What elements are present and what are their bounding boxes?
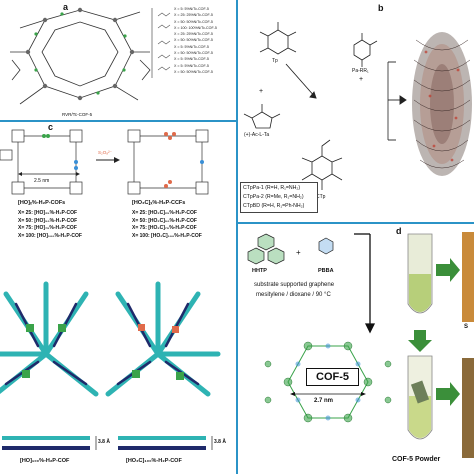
panel-d-scheme [247,232,474,458]
legend-item: X = 5: 5%N/Tc-COF-5 [174,44,209,49]
condition-1: substrate supported graphene [254,282,335,288]
list-item: X= 50: [HO]₅₀%-H₂P-COF [18,217,78,224]
panel-letter-d: d [396,226,402,236]
panel-b: b [238,0,474,222]
panel-a-structure [10,7,171,105]
left-horizontal-divider [0,120,236,122]
ctp-list-item: CTpPa-2 (R=Me, R₁=NH₂) [243,194,304,200]
distance-label: 2.5 nm [34,178,50,184]
panel-a: a RVR/Tc-COF-5 X = 5: 5%N/Tc-COF [0,0,236,120]
plus-sign: + [296,248,301,257]
partial-label: S [464,324,469,330]
list-item: X= 50: [HO₂C]₅₀%-H₂P-COF [132,217,197,224]
list-item: X= 75: [HO₂C]₇₅%-H₂P-COF [132,225,197,231]
spacing-label-left: 3.8 Å [98,439,110,445]
legend-item: X = 5: 5%N/Tc-COF-5 [174,7,209,11]
reaction-label: S₂O₈²⁻ [98,150,112,155]
panel-c-structures [0,129,221,450]
ctp-label: CTp [316,194,326,200]
spacing-label-right: 3.8 Å [214,439,226,445]
panel-b-scheme [243,22,472,190]
list-item: X= 75: [HO]₇₅%-H₂P-COF [18,225,77,231]
powder-label: COF-5 Powder [392,456,441,463]
panel-c: c [0,122,236,474]
legend-item: X = 25: 25%N/Tc-COF-5 [174,32,213,37]
vertical-divider [236,0,238,474]
legend-item: X = 5: 5%N/Tc-COF-5 [174,63,209,68]
condition-2: mesitylene / dioxane / 90 °C [256,292,331,298]
list-item: X= 100: [HO]₁₀₀%-H₂P-COF [18,232,82,239]
legend-item: X = 50: 50%N/Tc-COF-5 [174,51,213,56]
ctp-list-item: CTpBD (R=H, R₁=Ph-NH₂) [243,203,305,209]
legend-item: X = 25: 25%N/Tc-COF-5 [174,13,213,18]
left-list: X= 25: [HO]₂₅%-H₂P-COF X= 50: [HO]₅₀%-H₂… [18,210,82,240]
panel-a-legend: X = 5: 5%N/Tc-COF-5 X = 25: 25%N/Tc-COF-… [174,6,217,75]
bottom-right-label: [HO₂C]₁₀₀%-H₂P-COF [126,458,182,464]
ctp-list-box: CTpPa-1 (R=H, R₁=NH₂) CTpPa-2 (R=Me, R₁=… [240,182,318,213]
plus-sign-2: + [259,88,264,95]
legend-item: X = 50: 50%N/Tc-COF-5 [174,69,213,74]
plus-sign-1: + [359,76,364,83]
pbba-label: PBBA [318,268,334,274]
list-item: X= 25: [HO]₂₅%-H₂P-COF [18,210,78,216]
pa-label: Pa-RR₁ [352,68,369,74]
panel-letter-c: c [48,122,54,132]
legend-item: X = 50: 50%N/Tc-COF-5 [174,19,213,24]
acl-label: (+)-Ac-L-Ta [244,132,270,138]
bottom-left-label: [HO]₁₀₀%-H₂P-COF [20,458,70,464]
legend-item: X = 50: 50%N/Tc-COF-5 [174,38,213,43]
pore-label: 2.7 nm [314,398,334,404]
legend-item: X = 5: 5%N/Tc-COF-5 [174,57,209,62]
tp-label: Tp [272,58,278,64]
left-title: [HO]ₓ%-H₂P-COFs [18,200,66,206]
right-horizontal-divider [237,222,474,224]
right-title: [HO₂C]ₓ%-H₂P-CCFs [132,200,186,206]
list-item: X= 100: [HO₂C]₁₀₀%-H₂P-COF [132,232,202,239]
panel-letter-b: b [378,3,384,13]
ctp-list-item: CTpPa-1 (R=H, R₁=NH₂) [243,185,301,191]
right-list: X= 25: [HO₂C]₂₅%-H₂P-COF X= 50: [HO₂C]₅₀… [132,210,202,240]
hhtp-label: HHTP [252,268,267,274]
panel-d: d [238,224,474,474]
legend-item: X = 100: 100%N/Tc-COF-5 [174,25,217,30]
list-item: X= 25: [HO₂C]₂₅%-H₂P-COF [132,210,197,216]
panel-letter-a: a [63,2,69,12]
panel-a-center-label: RVR/Tc-COF-5 [62,112,93,117]
cof5-label: COF-5 [306,368,359,386]
